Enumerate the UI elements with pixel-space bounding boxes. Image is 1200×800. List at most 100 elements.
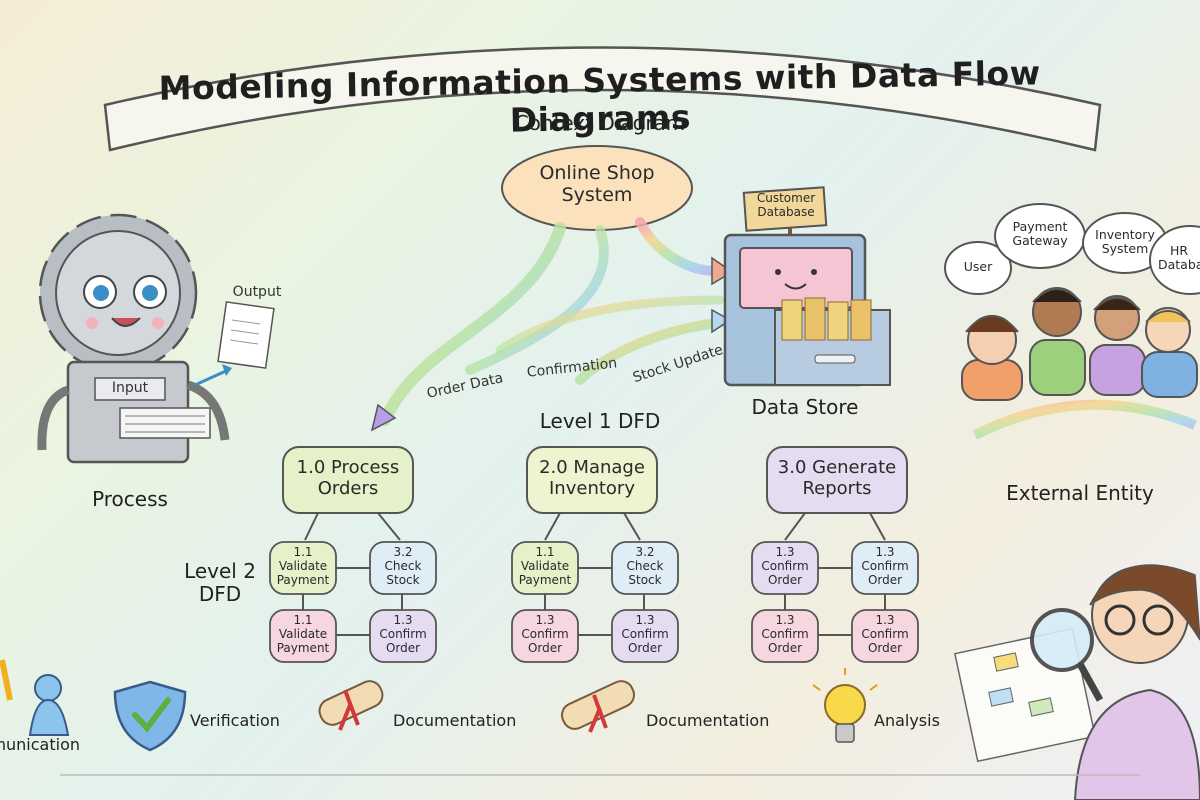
subprocess-line2: Stock — [628, 572, 662, 587]
level2-subprocess: 1.3 Confirm Order — [512, 613, 578, 655]
subprocess-number: 1.1 — [535, 545, 555, 559]
subprocess-number: 1.3 — [535, 613, 555, 627]
subprocess-number: 1.3 — [875, 545, 895, 559]
subprocess-line2: Order — [527, 640, 563, 655]
level2-heading-line1: Level 2 — [184, 559, 256, 583]
subprocess-number: 1.1 — [293, 545, 313, 559]
documentation-label: Documentation — [646, 711, 770, 730]
level2-subprocess: 1.3 Confirm Order — [370, 613, 436, 655]
level1-process-3-line2: Reports — [802, 477, 872, 499]
level1-process-2-line2: Inventory — [549, 477, 635, 499]
context-diagram-heading: Context Diagram — [514, 111, 686, 135]
subprocess-line2: Order — [867, 572, 903, 587]
subprocess-line2: Order — [767, 572, 803, 587]
subprocess-line2: Stock — [386, 572, 420, 587]
level2-subprocess: 3.2 Check Stock — [612, 545, 678, 587]
scroll-icon — [318, 680, 384, 731]
subprocess-number: 1.1 — [293, 613, 313, 627]
level2-subprocess: 1.1 Validate Payment — [270, 613, 336, 655]
rainbow-arc — [972, 399, 1197, 440]
communication-label: Communication — [0, 736, 80, 754]
arrowhead-update — [711, 308, 732, 334]
lightbulb-icon — [812, 668, 878, 743]
bubble-hr-database: HR Database — [1158, 244, 1200, 273]
level2-heading: Level 2 DFD — [175, 560, 265, 606]
level1-process-3-line1: 3.0 Generate — [777, 457, 897, 478]
analyst-character — [953, 564, 1200, 800]
level1-process-3: 3.0 Generate Reports — [767, 457, 907, 499]
subprocess-line1: Validate — [278, 626, 328, 641]
subprocess-line2: Order — [627, 640, 663, 655]
subprocess-line1: Check — [384, 558, 422, 573]
scroll-icon — [561, 680, 635, 733]
subprocess-number: 3.2 — [635, 545, 655, 559]
subprocess-line1: Confirm — [761, 558, 809, 573]
subprocess-number: 1.3 — [635, 613, 655, 627]
level2-subprocess: 1.3 Confirm Order — [612, 613, 678, 655]
arrowhead-order — [370, 403, 397, 432]
connectors — [302, 512, 886, 636]
subprocess-line1: Confirm — [861, 558, 909, 573]
level2-boxes — [269, 541, 919, 663]
arrowhead-store — [711, 256, 734, 286]
subprocess-line1: Validate — [278, 558, 328, 573]
shield-check-icon — [113, 680, 187, 752]
context-system-line2: System — [561, 183, 633, 206]
process-mascot — [37, 213, 275, 464]
subprocess-line2: Order — [385, 640, 421, 655]
subprocess-line1: Validate — [520, 558, 570, 573]
bubble-payment-gateway: Payment Gateway — [1012, 219, 1068, 249]
bubble-user: User — [963, 259, 993, 274]
subprocess-number: 1.3 — [393, 613, 413, 627]
level1-process-2-line1: 2.0 Manage — [539, 457, 645, 478]
level2-subprocess: 3.2 Check Stock — [370, 545, 436, 587]
customer-database-sign: Customer Database — [745, 191, 827, 220]
level2-subprocess: 1.1 Validate Payment — [512, 545, 578, 587]
subprocess-number: 3.2 — [393, 545, 413, 559]
process-caption: Process — [92, 487, 168, 511]
subprocess-number: 1.3 — [775, 613, 795, 627]
subprocess-line1: Confirm — [861, 626, 909, 641]
documentation-label: Documentation — [393, 711, 517, 730]
subprocess-line1: Check — [626, 558, 664, 573]
verification-label: Verification — [190, 711, 280, 730]
subprocess-line2: Order — [867, 640, 903, 655]
level2-subprocess: 1.3 Confirm Order — [752, 545, 818, 587]
analysis-label: Analysis — [874, 711, 940, 730]
level2-subprocess: 1.3 Confirm Order — [852, 545, 918, 587]
bubble-inventory-system: Inventory System — [1095, 227, 1155, 257]
level1-process-1-line1: 1.0 Process — [296, 457, 400, 478]
subprocess-line2: Order — [767, 640, 803, 655]
level2-subprocess: 1.3 Confirm Order — [852, 613, 918, 655]
subprocess-line1: Confirm — [521, 626, 569, 641]
context-system-label: Online Shop System — [512, 162, 682, 207]
people-group — [961, 287, 1198, 401]
subprocess-line2: Payment — [518, 572, 572, 587]
external-entity-caption: External Entity — [1006, 481, 1154, 505]
high-five-icon — [0, 659, 70, 736]
level2-subprocess: 1.1 Validate Payment — [270, 545, 336, 587]
entity-bubbles — [944, 203, 1200, 295]
level1-process-1: 1.0 Process Orders — [283, 457, 413, 499]
level2-subprocess: 1.3 Confirm Order — [752, 613, 818, 655]
level1-boxes — [282, 446, 908, 514]
context-system-line1: Online Shop — [539, 162, 655, 184]
sign-line2: Database — [757, 204, 815, 219]
input-label: Input — [111, 380, 149, 396]
subprocess-line2: Payment — [276, 640, 330, 655]
subprocess-line1: Confirm — [379, 626, 427, 641]
subprocess-number: 1.3 — [775, 545, 795, 559]
subprocess-line1: Confirm — [621, 626, 669, 641]
subprocess-line1: Confirm — [761, 626, 809, 641]
title-banner — [103, 46, 1102, 152]
subprocess-number: 1.3 — [875, 613, 895, 627]
level2-heading-line2: DFD — [198, 582, 242, 606]
level1-process-1-line2: Orders — [317, 477, 379, 499]
level1-process-2: 2.0 Manage Inventory — [527, 457, 657, 499]
level1-heading: Level 1 DFD — [539, 409, 661, 433]
subprocess-line2: Payment — [276, 572, 330, 587]
sign-line1: Customer — [756, 191, 816, 205]
data-store-caption: Data Store — [751, 395, 859, 419]
data-store-cabinet — [723, 186, 891, 387]
